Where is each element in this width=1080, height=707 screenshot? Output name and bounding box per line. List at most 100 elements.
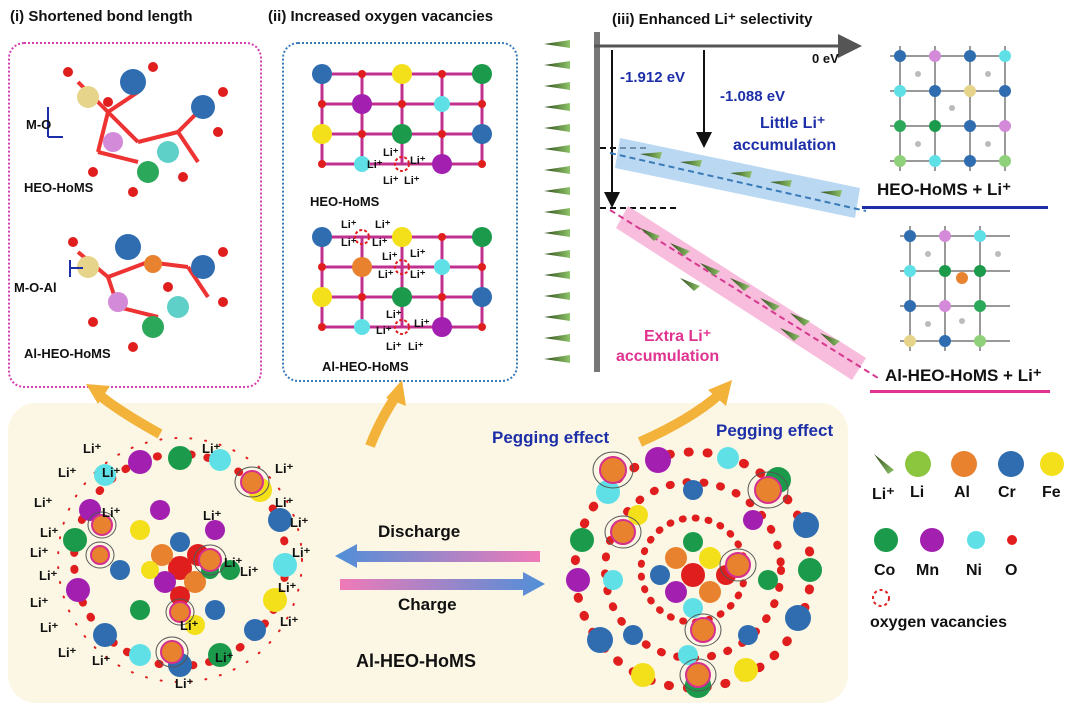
co-atom-icon (874, 528, 898, 552)
panel1-frame (8, 42, 262, 388)
svg-text:Li⁺: Li⁺ (102, 505, 121, 520)
cr-atom-icon (998, 451, 1024, 477)
extra-accumulation-label: accumulation (616, 348, 720, 365)
ni-atom-icon (967, 531, 985, 549)
li-label: Li⁺ (383, 175, 399, 187)
legend: Li⁺ Li Al Cr Fe Co Mn Ni O oxygen vacanc… (868, 448, 1073, 638)
li-label: Li⁺ (408, 341, 424, 353)
lattice-label-alheo: Al-HEO-HoMS (322, 359, 409, 374)
li-atom-icon (905, 451, 931, 477)
right-sphere (566, 447, 822, 698)
svg-text:Li⁺: Li⁺ (92, 653, 111, 668)
svg-text:Li⁺: Li⁺ (58, 465, 77, 480)
legend-label: Ni (966, 562, 982, 579)
discharge-label: Discharge (378, 522, 461, 541)
li-label: Li⁺ (410, 248, 426, 260)
extra-li-label: Extra Li⁺ (644, 328, 712, 345)
alheo-li-level (870, 390, 1050, 393)
panel1-title: (i) Shortened bond length (10, 8, 193, 25)
panel1-structures (47, 62, 228, 352)
alheo-li-structure (900, 226, 1010, 351)
svg-text:Li⁺: Li⁺ (58, 645, 77, 660)
svg-text:Li⁺: Li⁺ (175, 676, 194, 690)
svg-text:Li⁺: Li⁺ (40, 620, 59, 635)
panel2-frame (282, 42, 518, 382)
panel3-title: (iii) Enhanced Li⁺ selectivity (612, 11, 813, 28)
svg-text:Li⁺: Li⁺ (224, 555, 243, 570)
left-sphere (57, 437, 303, 683)
little-li-channel (609, 138, 867, 218)
o-atom-icon (1007, 535, 1017, 545)
legend-label: Co (874, 562, 896, 579)
struct-label-heo: HEO-HoMS (24, 180, 94, 195)
svg-text:Li⁺: Li⁺ (203, 508, 222, 523)
charge-label: Charge (398, 595, 457, 614)
left-sphere-li-labels: Li⁺ Li⁺ Li⁺ Li⁺ Li⁺ Li⁺ Li⁺ Li⁺ Li⁺ Li⁺ … (30, 441, 311, 690)
svg-text:Li⁺: Li⁺ (275, 495, 294, 510)
little-li-label: Little Li⁺ (760, 115, 826, 132)
alheo-li-label: Al-HEO-HoMS + Li⁺ (885, 366, 1042, 385)
li-label: Li⁺ (375, 219, 391, 231)
al-heo-structure-2 (68, 234, 228, 352)
svg-text:Li⁺: Li⁺ (202, 441, 221, 456)
svg-text:Li⁺: Li⁺ (180, 618, 199, 633)
li-label: Li⁺ (410, 269, 426, 281)
svg-text:Li⁺: Li⁺ (34, 495, 53, 510)
svg-text:Li⁺: Li⁺ (240, 564, 259, 579)
legend-label: Fe (1042, 484, 1061, 501)
li-label: Li⁺ (382, 251, 398, 263)
energy-1088: -1.088 eV (720, 88, 786, 105)
discharge-charge-arrows (335, 544, 545, 596)
li-label: Li⁺ (414, 318, 430, 330)
li-label: Li⁺ (386, 341, 402, 353)
svg-text:Li⁺: Li⁺ (215, 650, 234, 665)
panel2-title: (ii) Increased oxygen vacancies (268, 8, 494, 25)
li-label: Li⁺ (383, 147, 399, 159)
svg-text:Li⁺: Li⁺ (40, 525, 59, 540)
li-label: Li⁺ (376, 325, 392, 337)
pegging-effect-label-2: Pegging effect (716, 421, 834, 440)
svg-text:Li⁺: Li⁺ (275, 461, 294, 476)
bond-label-mo: M-O (26, 117, 52, 132)
lattice-1-atoms (312, 64, 492, 174)
legend-swatches (872, 451, 1064, 607)
sphere-label: Al-HEO-HoMS (356, 651, 476, 671)
lattice-2-atoms (312, 227, 492, 337)
transition-arrows (86, 380, 732, 448)
pegging-effect-label-1: Pegging effect (492, 428, 610, 447)
svg-text:Li⁺: Li⁺ (30, 595, 49, 610)
legend-label: Cr (998, 484, 1016, 501)
struct-label-alheo: Al-HEO-HoMS (24, 346, 111, 361)
svg-text:Li⁺: Li⁺ (102, 465, 121, 480)
legend-label: Mn (916, 562, 940, 579)
heo-structure-1 (47, 62, 228, 197)
energy-1912: -1.912 eV (620, 69, 686, 86)
little-accumulation-label: accumulation (733, 137, 837, 154)
heo-li-level (862, 206, 1048, 209)
li-label: Li⁺ (341, 237, 357, 249)
zero-ev-label: 0 eV (812, 51, 839, 66)
li-ion-column (544, 40, 570, 363)
svg-text:Li⁺: Li⁺ (292, 545, 311, 560)
li-label: Li⁺ (378, 269, 394, 281)
svg-text:Li⁺: Li⁺ (39, 568, 58, 583)
svg-text:Li⁺: Li⁺ (30, 545, 49, 560)
energy-diagram (544, 32, 878, 380)
lattice-label-heo: HEO-HoMS (310, 194, 380, 209)
heo-li-structure (890, 46, 1011, 171)
legend-label: Li (910, 484, 925, 501)
li-label: Li⁺ (386, 309, 402, 321)
svg-text:Li⁺: Li⁺ (278, 580, 297, 595)
bond-label-moal: M-O-Al (14, 280, 57, 295)
svg-text:Li⁺: Li⁺ (83, 441, 102, 456)
svg-text:Li⁺: Li⁺ (290, 515, 309, 530)
li-ion-cone-icon (874, 454, 894, 474)
li-label: Li⁺ (341, 219, 357, 231)
panel2-lattices: Li⁺ Li⁺ Li⁺ Li⁺ Li⁺ Li⁺ Li⁺ Li⁺ Li⁺ Li⁺ … (312, 64, 492, 353)
mn-atom-icon (920, 528, 944, 552)
li-label: Li⁺ (367, 159, 383, 171)
legend-label: Al (954, 484, 970, 501)
fe-atom-icon (1040, 452, 1064, 476)
legend-label: Li⁺ (872, 486, 895, 503)
legend-label: O (1005, 562, 1018, 579)
